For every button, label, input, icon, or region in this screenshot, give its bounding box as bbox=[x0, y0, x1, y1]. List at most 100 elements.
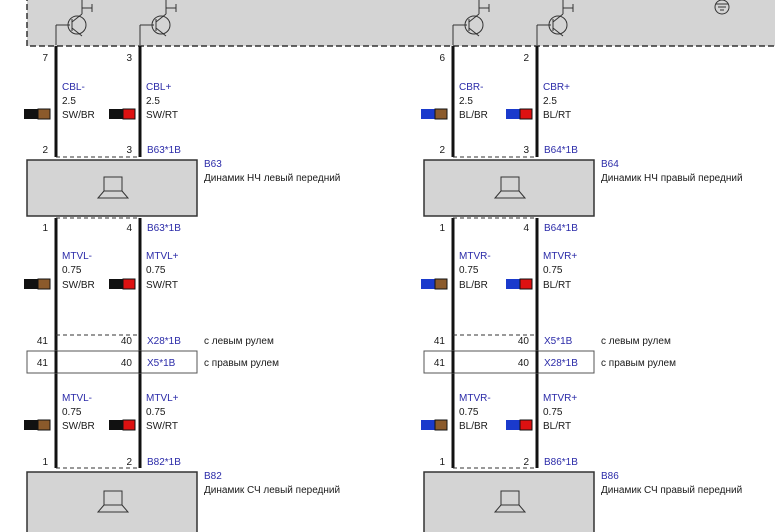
connector-id: X28*1B bbox=[544, 358, 578, 369]
speaker-icon bbox=[96, 490, 130, 513]
wire-color-code: SW/RT bbox=[146, 421, 178, 432]
output-transistor-icon bbox=[452, 0, 490, 45]
wire-color-code: SW/RT bbox=[146, 280, 178, 291]
output-transistor-icon bbox=[139, 0, 177, 45]
pin-number: 41 bbox=[434, 336, 446, 347]
wire-name: MTVR- bbox=[459, 393, 491, 404]
pin-number: 41 bbox=[37, 336, 49, 347]
pin-number: 40 bbox=[518, 358, 530, 369]
amplifier-unit-block bbox=[26, 0, 775, 47]
speaker-b64-box[interactable] bbox=[423, 159, 595, 217]
pin-number: 4 bbox=[126, 223, 132, 234]
pin-number: 2 bbox=[42, 145, 48, 156]
component-id: B64 bbox=[601, 159, 619, 170]
left-speaker-circuit: 7 3 CBL- 2.5 SW/BR CBL+ 2.5 SW/RT 2 3 B6… bbox=[24, 0, 340, 532]
wire-color-swatch bbox=[506, 278, 533, 290]
pin-number: 2 bbox=[523, 457, 529, 468]
wire-name: MTVL+ bbox=[146, 393, 179, 404]
pin-number: 1 bbox=[439, 457, 445, 468]
wire-color-swatch bbox=[421, 278, 448, 290]
wire-color-code: BL/BR bbox=[459, 421, 488, 432]
wire-color-swatch bbox=[109, 419, 136, 431]
wire-gauge: 0.75 bbox=[146, 265, 166, 276]
wire-gauge: 0.75 bbox=[62, 265, 82, 276]
pin-number: 4 bbox=[523, 223, 529, 234]
wire-color-code: SW/RT bbox=[146, 110, 178, 121]
connector-note: с левым рулем bbox=[601, 336, 671, 347]
wire-color-swatch bbox=[421, 419, 448, 431]
pin-number: 6 bbox=[439, 53, 445, 64]
pin-number: 2 bbox=[523, 53, 529, 64]
connector-x5-box[interactable] bbox=[26, 350, 198, 374]
speaker-icon bbox=[493, 176, 527, 199]
wire-color-code: SW/BR bbox=[62, 280, 95, 291]
wire-name: MTVL+ bbox=[146, 251, 179, 262]
wire-gauge: 0.75 bbox=[146, 407, 166, 418]
wire-gauge: 0.75 bbox=[62, 407, 82, 418]
speaker-icon bbox=[96, 176, 130, 199]
wire-name: MTVR+ bbox=[543, 393, 577, 404]
connector-id: X5*1B bbox=[544, 336, 573, 347]
wire-gauge: 0.75 bbox=[459, 407, 479, 418]
component-id: B82 bbox=[204, 471, 222, 482]
pin-number: 1 bbox=[42, 457, 48, 468]
wire-color-code: BL/RT bbox=[543, 110, 571, 121]
wire-color-swatch bbox=[506, 108, 533, 120]
pin-number: 2 bbox=[439, 145, 445, 156]
wire-name: CBL- bbox=[62, 82, 85, 93]
wire-color-code: BL/BR bbox=[459, 280, 488, 291]
connector-id: B64*1B bbox=[544, 145, 578, 156]
wire-color-code: SW/BR bbox=[62, 110, 95, 121]
pin-number: 3 bbox=[523, 145, 529, 156]
wire-gauge: 2.5 bbox=[459, 96, 473, 107]
component-description: Динамик НЧ правый передний bbox=[601, 173, 743, 184]
pin-number: 1 bbox=[439, 223, 445, 234]
ground-symbol-icon bbox=[714, 0, 730, 15]
wire-gauge: 0.75 bbox=[543, 407, 563, 418]
wire-color-swatch bbox=[24, 278, 51, 290]
connector-note: с левым рулем bbox=[204, 336, 274, 347]
pin-number: 3 bbox=[126, 145, 132, 156]
connector-id: B63*1B bbox=[147, 223, 181, 234]
wire-color-swatch bbox=[109, 278, 136, 290]
connector-note: с правым рулем bbox=[601, 358, 676, 369]
pin-number: 41 bbox=[434, 358, 446, 369]
wire-name: CBL+ bbox=[146, 82, 171, 93]
pin-number: 40 bbox=[121, 336, 133, 347]
wire-gauge: 2.5 bbox=[543, 96, 557, 107]
pin-number: 40 bbox=[518, 336, 530, 347]
wire-color-code: BL/RT bbox=[543, 421, 571, 432]
wire-name: MTVR+ bbox=[543, 251, 577, 262]
speaker-icon bbox=[493, 490, 527, 513]
wire-color-swatch bbox=[24, 108, 51, 120]
output-transistor-icon bbox=[536, 0, 574, 45]
output-transistor-icon bbox=[55, 0, 93, 45]
connector-note: с правым рулем bbox=[204, 358, 279, 369]
component-description: Динамик НЧ левый передний bbox=[204, 173, 340, 184]
pin-number: 2 bbox=[126, 457, 132, 468]
component-id: B86 bbox=[601, 471, 619, 482]
pin-number: 40 bbox=[121, 358, 133, 369]
wire-gauge: 0.75 bbox=[543, 265, 563, 276]
pin-number: 41 bbox=[37, 358, 49, 369]
connector-x28-box[interactable] bbox=[423, 350, 595, 374]
speaker-b63-box[interactable] bbox=[26, 159, 198, 217]
component-id: B63 bbox=[204, 159, 222, 170]
pin-number: 1 bbox=[42, 223, 48, 234]
wire-gauge: 0.75 bbox=[459, 265, 479, 276]
wire-name: CBR- bbox=[459, 82, 483, 93]
speaker-b82-box[interactable] bbox=[26, 471, 198, 532]
wire-color-swatch bbox=[421, 108, 448, 120]
right-speaker-circuit: 6 2 CBR- 2.5 BL/BR CBR+ 2.5 BL/RT 2 3 B6… bbox=[421, 0, 743, 532]
wire-name: CBR+ bbox=[543, 82, 570, 93]
connector-id: B82*1B bbox=[147, 457, 181, 468]
pin-number: 7 bbox=[42, 53, 48, 64]
wire-name: MTVL- bbox=[62, 393, 92, 404]
wire-color-code: BL/RT bbox=[543, 280, 571, 291]
wire-name: MTVR- bbox=[459, 251, 491, 262]
pin-number: 3 bbox=[126, 53, 132, 64]
connector-id: X5*1B bbox=[147, 358, 176, 369]
speaker-b86-box[interactable] bbox=[423, 471, 595, 532]
connector-id: B64*1B bbox=[544, 223, 578, 234]
component-description: Динамик СЧ правый передний bbox=[601, 485, 742, 496]
